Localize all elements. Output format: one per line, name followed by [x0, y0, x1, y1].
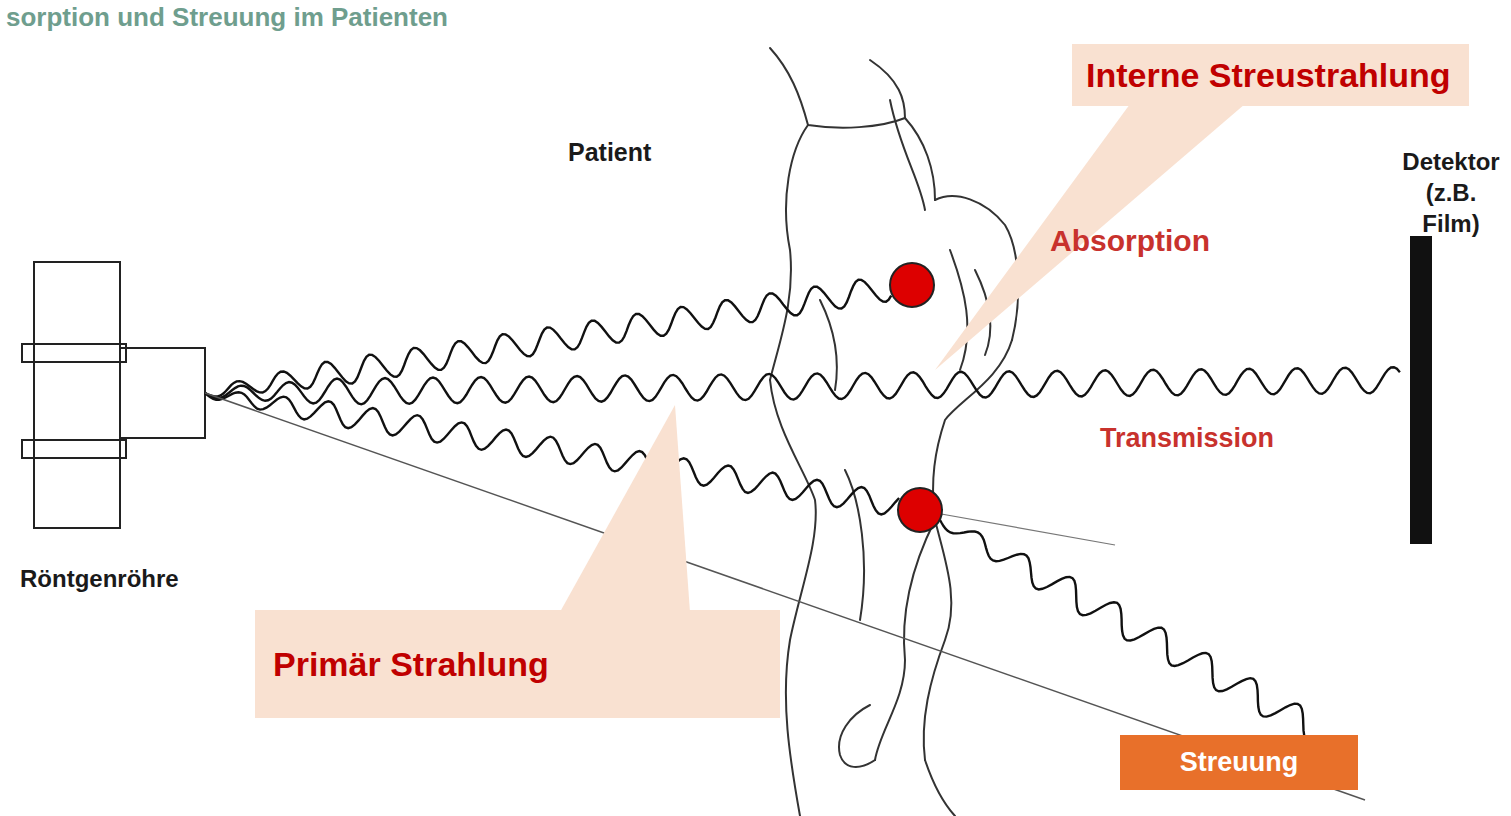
- callout-tail: [560, 405, 690, 612]
- scatter-box: Streuung: [1120, 735, 1358, 790]
- patient-outline: [770, 48, 1018, 816]
- wave-line: [205, 367, 1400, 404]
- transmission-label: Transmission: [1100, 423, 1274, 454]
- callout-tail: [935, 104, 1245, 370]
- tube-label: Röntgenröhre: [20, 565, 179, 593]
- callout-text: Interne Streustrahlung: [1086, 56, 1451, 95]
- callout-box: Primär Strahlung: [255, 610, 780, 718]
- scatter-dot: [898, 488, 942, 532]
- slide-title: sorption und Streuung im Patienten: [6, 2, 448, 33]
- wave-line: [940, 520, 1324, 742]
- scatter-line: [205, 393, 1365, 800]
- absorption-dot: [890, 263, 934, 307]
- absorption-label: Absorption: [1050, 224, 1210, 258]
- xray-waves: [205, 280, 1400, 742]
- detector-label: Detektor (z.B. Film): [1397, 146, 1505, 240]
- callout-text: Streuung: [1180, 747, 1299, 778]
- callout-text: Primär Strahlung: [273, 645, 549, 684]
- scatter-line: [930, 512, 1115, 545]
- callout-box: Interne Streustrahlung: [1072, 44, 1469, 106]
- detector-bar: [1410, 236, 1432, 544]
- xray-tube: [22, 262, 205, 528]
- wave-line: [205, 280, 891, 397]
- patient-label: Patient: [568, 138, 651, 167]
- wave-line: [205, 392, 899, 514]
